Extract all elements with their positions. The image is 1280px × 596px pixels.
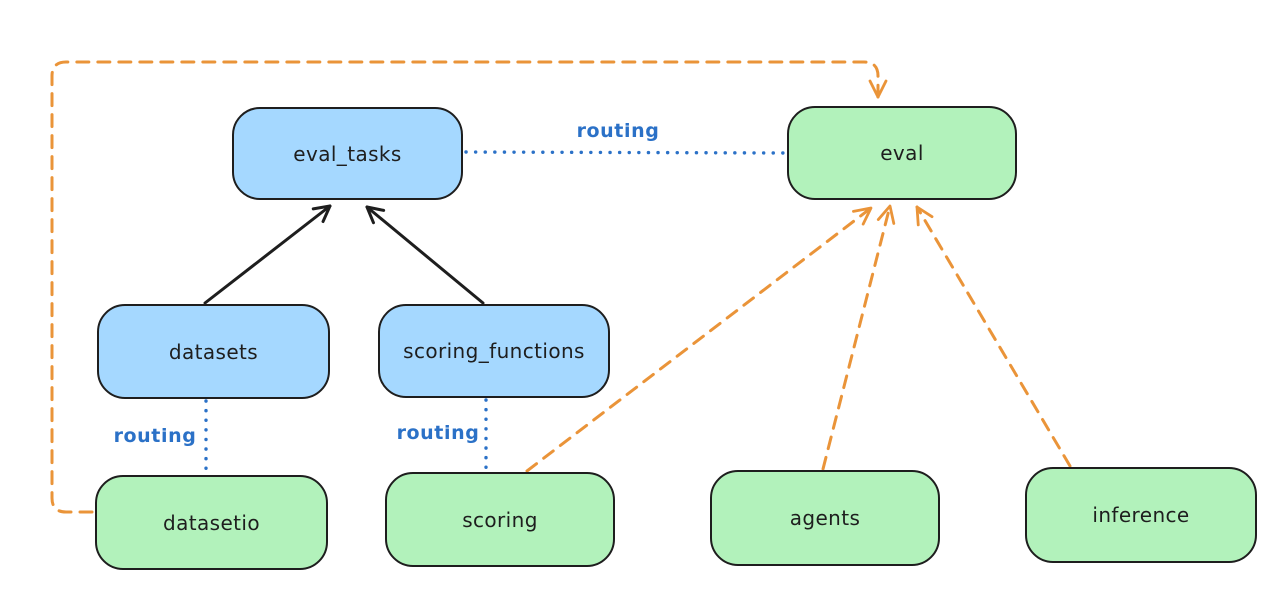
node-scoring_functions: scoring_functions bbox=[378, 304, 610, 398]
routing-label-eval_tasks-eval: routing bbox=[576, 120, 660, 142]
node-eval_tasks-label: eval_tasks bbox=[293, 141, 402, 166]
node-scoring-label: scoring bbox=[462, 507, 538, 532]
edge-datasets-to-eval_tasks bbox=[203, 204, 332, 305]
node-agents: agents bbox=[710, 470, 940, 566]
node-datasetio-label: datasetio bbox=[162, 510, 260, 535]
routing-label-datasets-datasetio: routing bbox=[113, 425, 197, 447]
edge-agents-to-eval bbox=[821, 204, 896, 471]
node-agents-label: agents bbox=[789, 506, 861, 530]
node-datasets-label: datasets bbox=[168, 339, 259, 364]
edge-scoring-to-eval bbox=[525, 206, 873, 473]
node-eval-label: eval bbox=[880, 141, 924, 165]
node-eval_tasks: eval_tasks bbox=[232, 107, 463, 200]
node-datasets: datasets bbox=[97, 304, 330, 399]
edge-routing-eval_tasks-to-eval bbox=[464, 150, 786, 155]
edge-datasetio-to-eval-loop bbox=[50, 60, 888, 514]
routing-label-scoring_functions-scoring: routing bbox=[396, 422, 480, 444]
edge-inference-to-eval bbox=[915, 205, 1072, 468]
edge-scoring_functions-to-eval_tasks bbox=[365, 205, 485, 305]
node-inference-label: inference bbox=[1092, 503, 1190, 527]
node-datasetio: datasetio bbox=[95, 475, 328, 570]
node-eval: eval bbox=[787, 106, 1017, 200]
node-inference: inference bbox=[1025, 467, 1257, 563]
node-scoring_functions-label: scoring_functions bbox=[403, 339, 585, 363]
node-scoring: scoring bbox=[385, 472, 615, 567]
